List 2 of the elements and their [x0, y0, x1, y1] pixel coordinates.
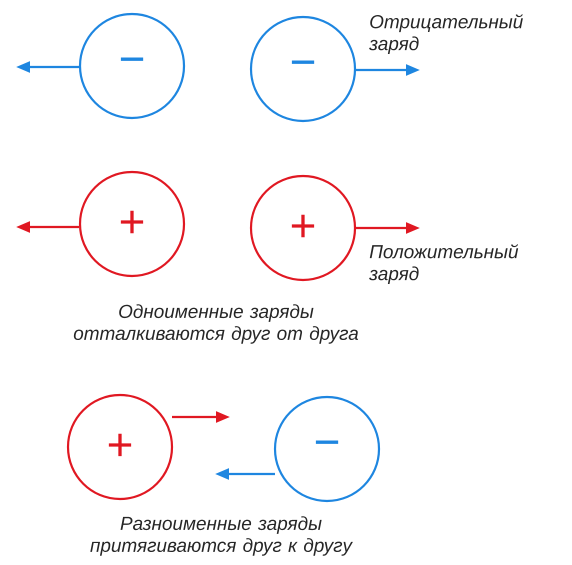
caption-text: Разноименные заряды притягиваются друг к другу: [90, 516, 353, 556]
caption-text: Одноименные заряды отталкиваются друг от друга: [74, 304, 358, 344]
